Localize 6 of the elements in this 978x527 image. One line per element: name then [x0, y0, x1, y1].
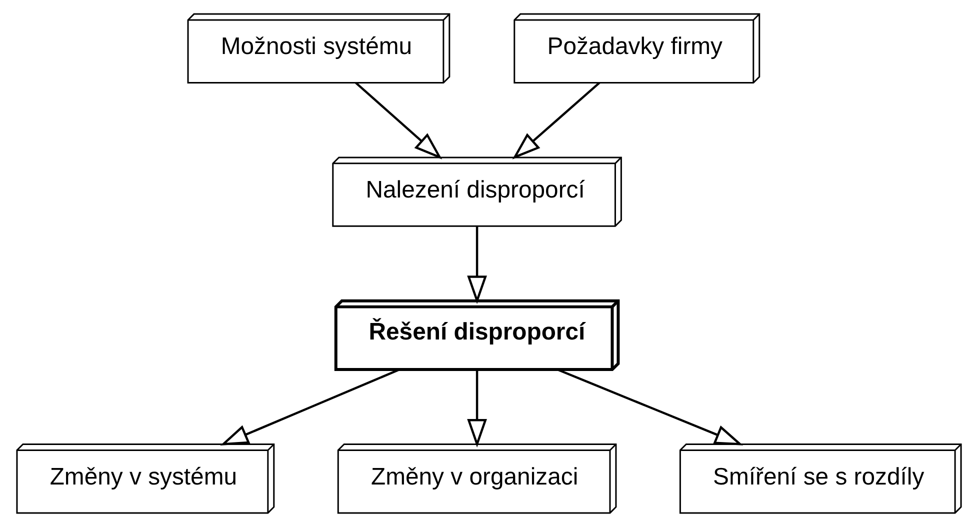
arrow — [355, 82, 442, 160]
arrow — [220, 368, 400, 446]
arrow — [557, 368, 744, 446]
arrow — [467, 226, 487, 304]
arrow — [467, 370, 487, 448]
arrow — [512, 82, 600, 160]
